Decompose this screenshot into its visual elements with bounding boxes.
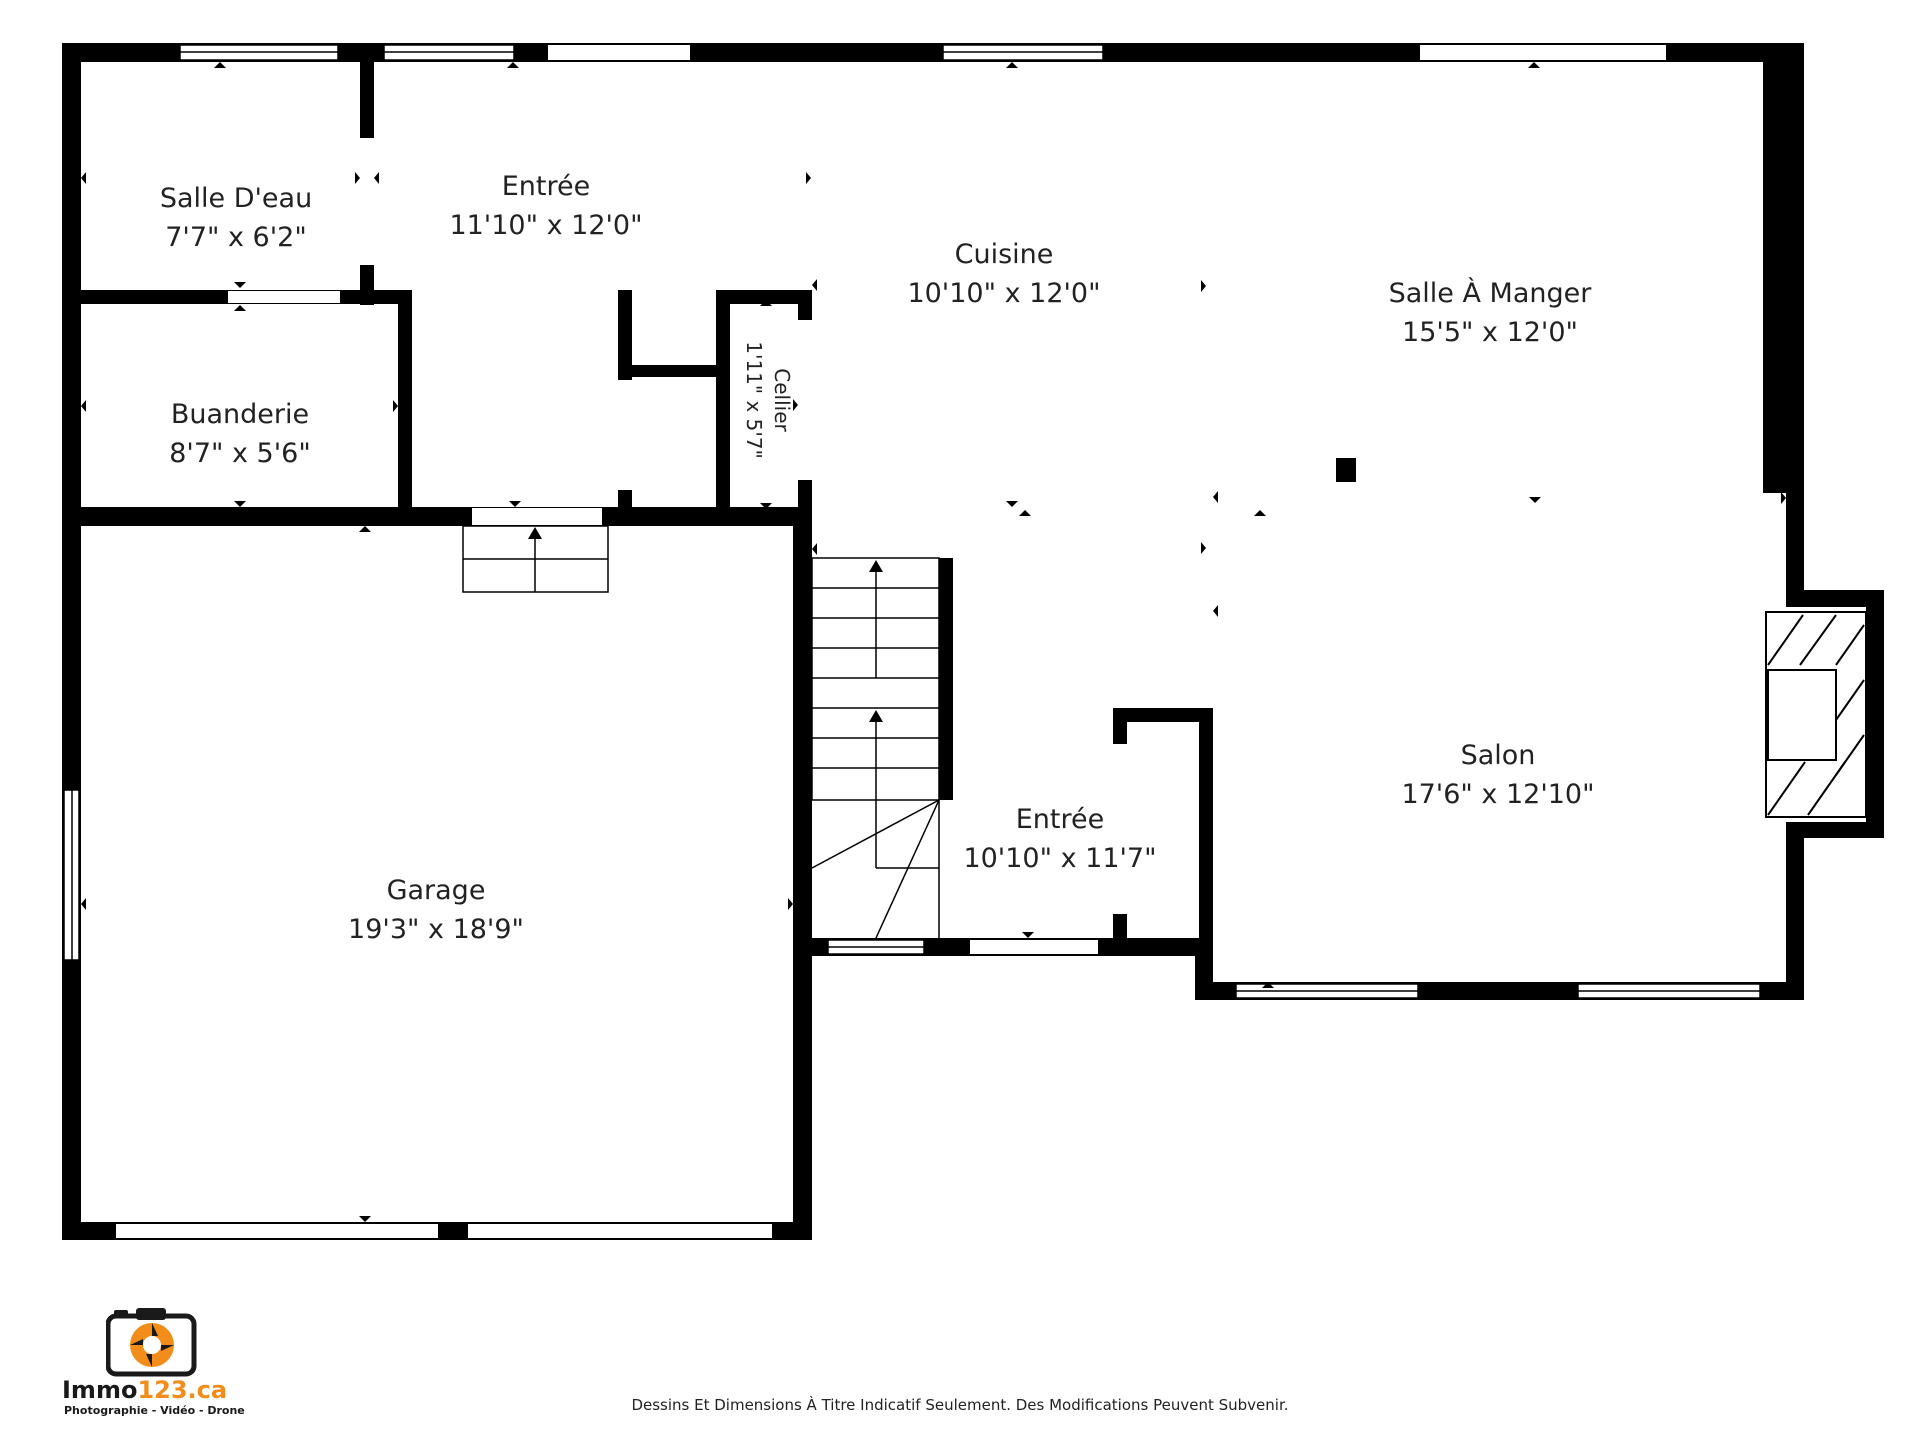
room-name-cellier: Cellier xyxy=(770,368,794,432)
room-dims-salon: 17'6" x 12'10" xyxy=(1401,779,1594,810)
logo-wordmark: Immo123.ca xyxy=(62,1376,227,1404)
windows xyxy=(63,44,1761,1238)
company-logo: Immo123.ca Photographie - Vidéo - Drone xyxy=(62,1298,252,1417)
room-dims-cellier: 1'11" x 5'7" xyxy=(742,341,766,459)
room-dims-entree-top: 11'10" x 12'0" xyxy=(449,210,642,241)
room-name-salle-deau: Salle D'eau xyxy=(160,183,312,214)
room-name-salon: Salon xyxy=(1461,740,1536,771)
fireplace xyxy=(1765,611,1867,818)
room-name-entree-top: Entrée xyxy=(502,171,591,202)
logo-name-part1: Immo xyxy=(62,1376,138,1404)
room-dims-salle-a-manger: 15'5" x 12'0" xyxy=(1402,317,1578,348)
stair-arrows xyxy=(528,527,883,722)
door-markers xyxy=(81,62,1786,1222)
room-dims-cuisine: 10'10" x 12'0" xyxy=(907,278,1100,309)
room-dims-garage: 19'3" x 18'9" xyxy=(348,914,524,945)
logo-tagline: Photographie - Vidéo - Drone xyxy=(64,1404,245,1417)
logo-name-part2: 123.ca xyxy=(137,1376,228,1404)
room-labels: Salle D'eau 7'7" x 6'2" Entrée 11'10" x … xyxy=(160,171,1595,945)
footer-disclaimer: Dessins Et Dimensions À Titre Indicatif … xyxy=(631,1396,1289,1414)
room-name-buanderie: Buanderie xyxy=(171,399,309,430)
room-dims-buanderie: 8'7" x 5'6" xyxy=(169,438,311,469)
room-name-salle-a-manger: Salle À Manger xyxy=(1389,277,1593,309)
cellier-label-group: Cellier 1'11" x 5'7" xyxy=(742,341,794,459)
camera-icon xyxy=(106,1308,197,1377)
room-name-cuisine: Cuisine xyxy=(955,239,1054,270)
room-name-garage: Garage xyxy=(387,875,486,906)
room-dims-salle-deau: 7'7" x 6'2" xyxy=(165,222,307,253)
staircase xyxy=(462,525,940,939)
room-name-entree-bottom: Entrée xyxy=(1016,804,1105,835)
walls xyxy=(62,43,1884,1240)
room-dims-entree-bottom: 10'10" x 11'7" xyxy=(963,843,1156,874)
